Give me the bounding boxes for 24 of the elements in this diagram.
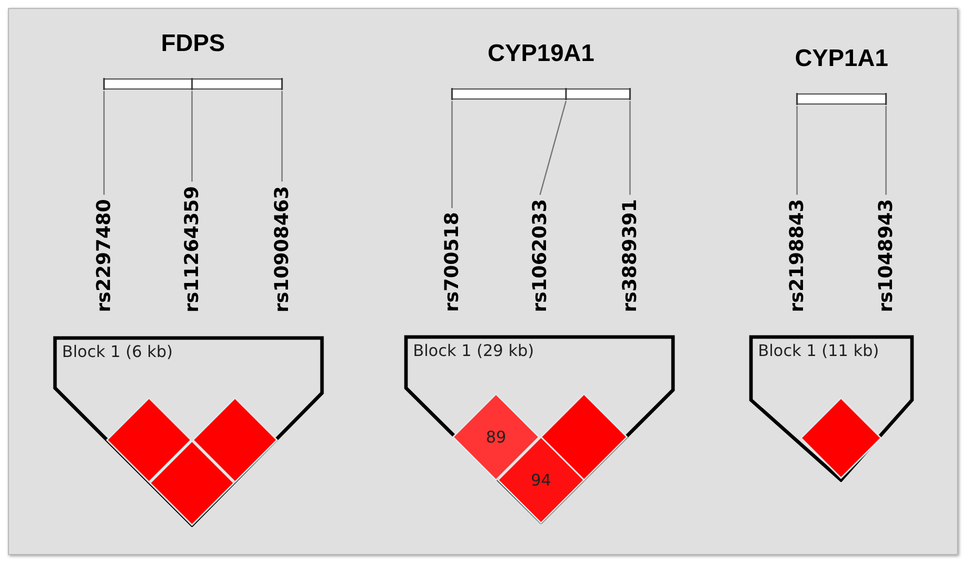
leader-line bbox=[191, 91, 193, 182]
snp-label: rs2198843 bbox=[786, 198, 808, 312]
leader-line bbox=[103, 91, 105, 195]
leader-line bbox=[451, 101, 453, 208]
leader-line bbox=[629, 101, 631, 195]
snp-label: rs11264359 bbox=[181, 186, 203, 312]
leader-line bbox=[281, 91, 283, 182]
snp-label: rs1048943 bbox=[875, 198, 897, 312]
gene-name: FDPS bbox=[160, 30, 226, 58]
leader-line bbox=[885, 106, 887, 195]
leader-line bbox=[539, 100, 567, 195]
gene-name: CYP19A1 bbox=[486, 40, 596, 68]
block-label: Block 1 (6 kb) bbox=[62, 342, 173, 361]
ld-value: 94 bbox=[530, 470, 552, 490]
snp-label: rs3889391 bbox=[619, 198, 641, 312]
block-label: Block 1 (29 kb) bbox=[413, 341, 534, 360]
ld-value: 89 bbox=[484, 428, 508, 446]
snp-label: rs10908463 bbox=[271, 186, 293, 312]
snp-label: rs2297480 bbox=[93, 198, 115, 312]
leader-line bbox=[796, 106, 798, 195]
snp-label: rs1062033 bbox=[529, 198, 551, 312]
gene-name: CYP1A1 bbox=[794, 45, 890, 73]
block-label: Block 1 (11 kb) bbox=[758, 341, 879, 360]
snp-label: rs700518 bbox=[441, 212, 463, 312]
